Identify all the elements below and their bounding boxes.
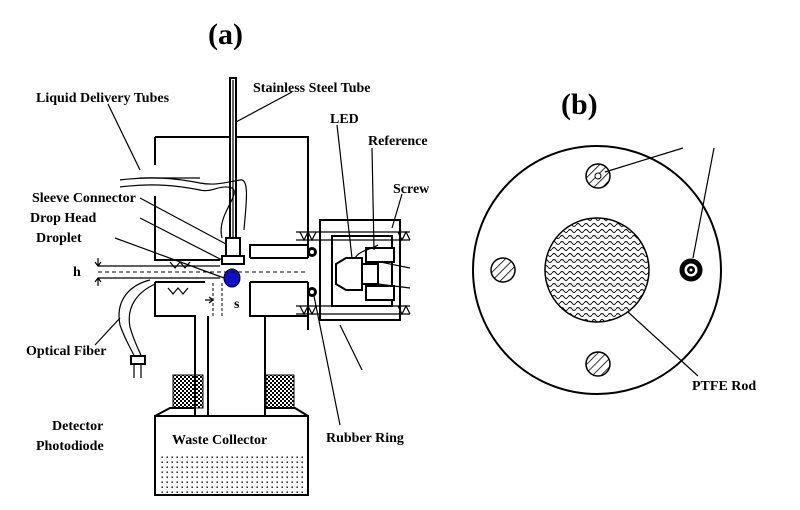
panel-b-drawing: [472, 145, 722, 395]
label-waste-collector: Waste Collector: [172, 433, 267, 448]
label-drop-head: Drop Head: [30, 211, 96, 226]
label-ptfe-rod: PTFE Rod: [692, 379, 756, 394]
label-liquid-delivery-tubes: Liquid Delivery Tubes: [36, 91, 170, 106]
label-h: h: [73, 265, 81, 280]
label-photodiode: Photodiode: [36, 439, 104, 454]
label-droplet: Droplet: [36, 231, 82, 246]
label-reference: Reference: [368, 134, 428, 149]
label-rubber-ring: Rubber Ring: [326, 431, 404, 446]
label-screw: Screw: [393, 182, 430, 197]
panel-a-title: (a): [208, 18, 243, 51]
label-stainless-steel-tube: Stainless Steel Tube: [253, 81, 370, 96]
label-led: LED: [330, 112, 359, 127]
label-sleeve-connector: Sleeve Connector: [32, 191, 136, 206]
panel-a-drawing: [94, 77, 411, 496]
ptfe-rod-section: [544, 217, 650, 323]
panel-b-title: (b): [561, 88, 598, 121]
label-detector: Detector: [52, 419, 103, 434]
label-optical-fiber: Optical Fiber: [26, 344, 107, 359]
label-s: s: [234, 297, 240, 312]
